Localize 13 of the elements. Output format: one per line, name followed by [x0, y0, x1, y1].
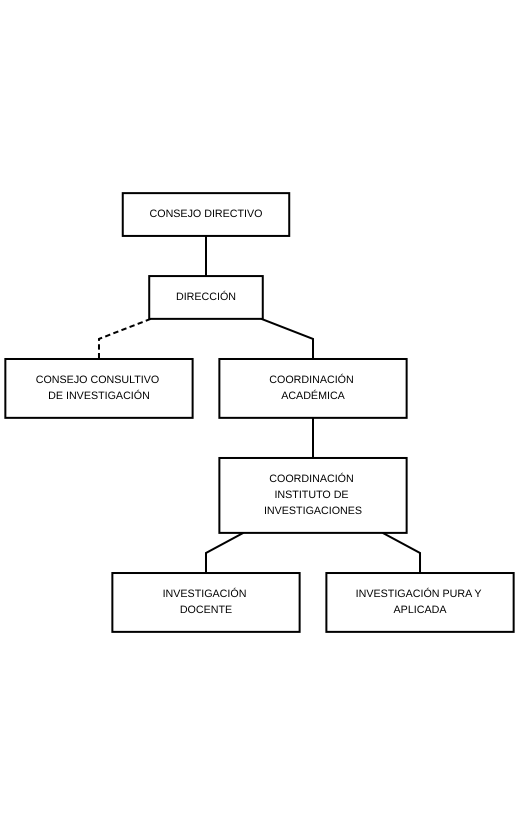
node-box: INVESTIGACIÓN PURA Y APLICADA [325, 572, 515, 633]
node-box: CONSEJO CONSULTIVO DE INVESTIGACIÓN [4, 358, 194, 419]
connector [205, 236, 207, 276]
connector [312, 418, 314, 458]
connector [205, 532, 244, 574]
node-box: COORDINACIÓN ACADÉMICA [218, 358, 408, 419]
connector [260, 318, 314, 359]
node-box: CONSEJO DIRECTIVO [122, 192, 290, 237]
node-box: COORDINACIÓN INSTITUTO DE INVESTIGACIONES [218, 456, 408, 534]
connector [98, 318, 152, 359]
connector [382, 532, 422, 574]
node-box: DIRECCIÓN [148, 275, 264, 320]
node-box: INVESTIGACIÓN DOCENTE [111, 572, 301, 633]
